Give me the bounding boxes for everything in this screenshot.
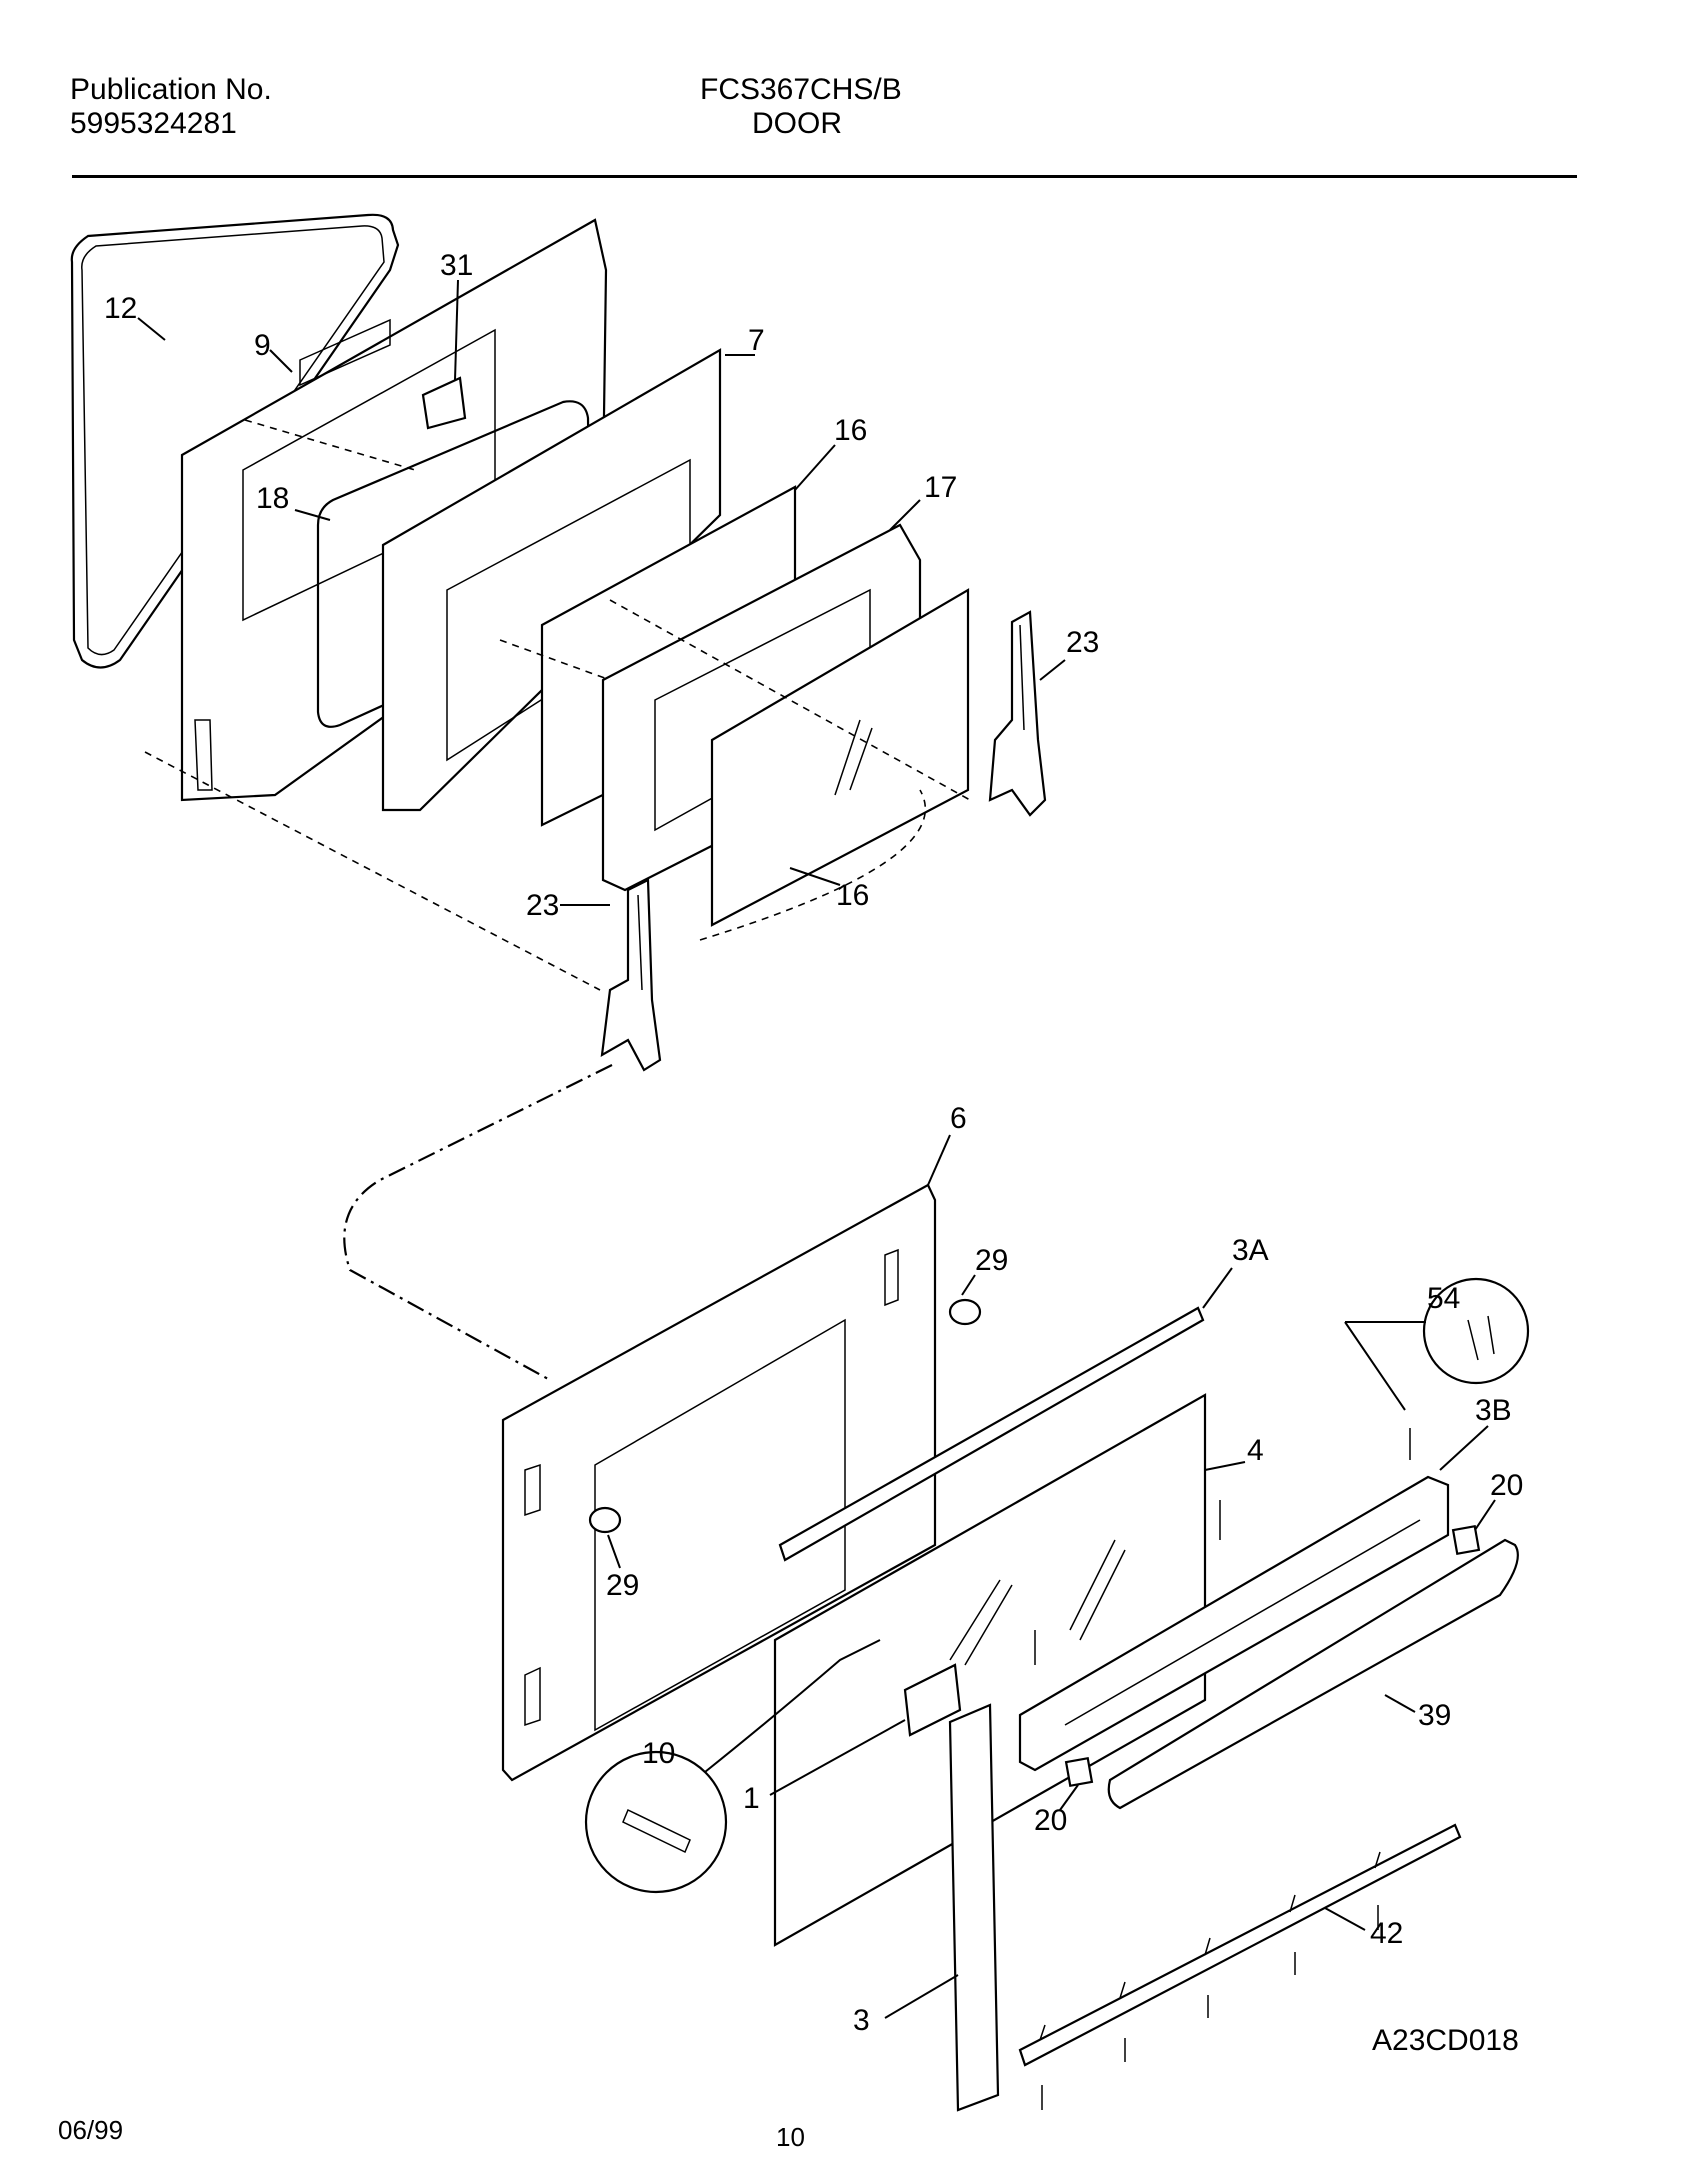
leader-20b [1059, 1784, 1079, 1811]
callout-29-top: 29 [975, 1244, 1008, 1277]
callout-20-right: 20 [1490, 1469, 1523, 1502]
callout-3: 3 [853, 2004, 870, 2037]
page-number: 10 [776, 2122, 805, 2152]
side-trim-part [948, 1703, 1000, 2112]
callout-4: 4 [1247, 1434, 1264, 1467]
callout-54: 54 [1427, 1282, 1460, 1315]
handle-mount-bar-part [1018, 1475, 1450, 1772]
callout-3A: 3A [1232, 1234, 1269, 1267]
door-hinge-left-part [600, 878, 662, 1072]
door-bumper-top-part [948, 1298, 982, 1326]
callout-16-lower: 16 [836, 879, 869, 912]
leader-23a [1039, 659, 1066, 681]
callout-9: 9 [254, 329, 271, 362]
leader-3A [1202, 1267, 1233, 1309]
publication-label: Publication No. [70, 73, 272, 106]
model-number: FCS367CHS/B [700, 73, 902, 106]
leader-29b [607, 1534, 621, 1569]
handle-endcap-left-part [1064, 1756, 1094, 1788]
callout-7: 7 [748, 324, 765, 357]
leader-39 [1384, 1694, 1416, 1713]
callout-10: 10 [642, 1737, 675, 1770]
handle-endcap-right-part [1451, 1524, 1481, 1556]
publication-date: 06/99 [58, 2115, 124, 2145]
callout-3B: 3B [1475, 1394, 1512, 1427]
leader-16b [789, 867, 841, 886]
callout-29-left: 29 [606, 1569, 639, 1602]
window-clip-part [421, 376, 467, 430]
leader-20a [1474, 1499, 1496, 1531]
leader-12 [137, 317, 166, 341]
leader-6 [927, 1134, 951, 1186]
handle-bracket-part [903, 1663, 962, 1737]
callout-1: 1 [743, 1782, 760, 1815]
callout-31: 31 [440, 249, 473, 282]
door-gasket-part [70, 213, 400, 669]
section-title: DOOR [752, 107, 842, 140]
screw-detail-circle [1422, 1277, 1530, 1385]
callout-39: 39 [1418, 1699, 1451, 1732]
callout-23-right: 23 [1066, 626, 1099, 659]
screws [1034, 1428, 1411, 2110]
leader-42 [1324, 1907, 1366, 1931]
outer-door-panel-part [501, 1183, 937, 1782]
door-hinge-right-part [988, 610, 1047, 817]
leader-18 [294, 509, 331, 521]
leader-29a [961, 1274, 976, 1296]
pin-detail-circle [584, 1750, 728, 1894]
leader-9 [269, 349, 293, 373]
callout-20-left: 20 [1034, 1804, 1067, 1837]
outer-door-glass-part [773, 1393, 1207, 1947]
leader-17 [889, 499, 921, 531]
callout-16-upper: 16 [834, 414, 867, 447]
callout-6: 6 [950, 1102, 967, 1135]
leader-3B [1439, 1425, 1489, 1471]
outer-glass-part [710, 588, 970, 927]
leader-4 [1204, 1461, 1246, 1471]
door-trim-rod-part [778, 1306, 1205, 1562]
door-bumper-left-part [588, 1506, 622, 1534]
callout-42: 42 [1370, 1917, 1403, 1950]
leader-16a [794, 444, 836, 491]
publication-number: 5995324281 [70, 107, 237, 140]
header-divider [72, 175, 1577, 178]
leader-3 [884, 1974, 959, 2019]
leader-1 [769, 1719, 906, 1796]
callout-23-left: 23 [526, 889, 559, 922]
drawing-id: A23CD018 [1372, 2024, 1519, 2057]
leader-31 [454, 279, 459, 381]
callout-12: 12 [104, 292, 137, 325]
vent-trim-strip-part [1018, 1823, 1462, 2067]
callout-17: 17 [924, 471, 957, 504]
door-handle-part [1107, 1538, 1519, 1810]
callout-18: 18 [256, 482, 289, 515]
